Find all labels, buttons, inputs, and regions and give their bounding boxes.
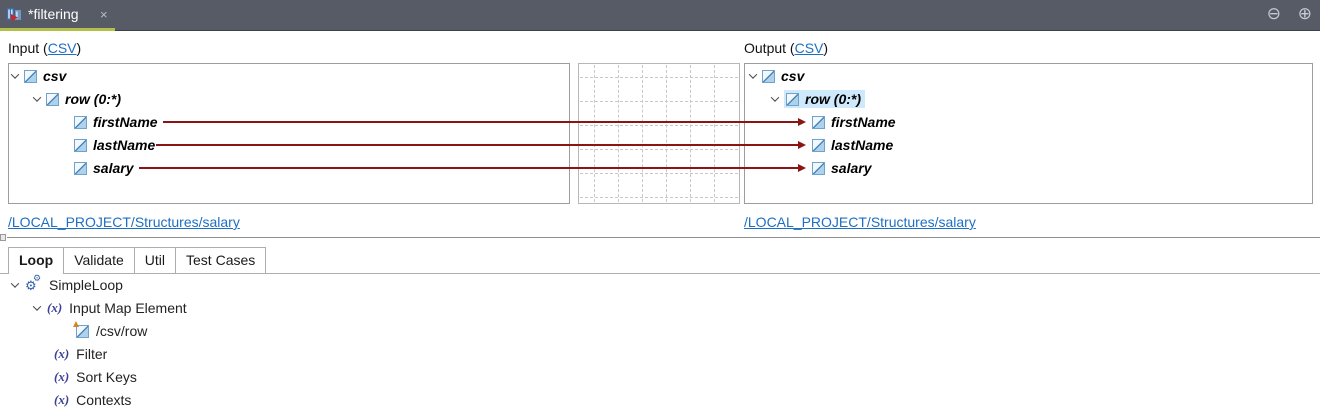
node-label: row (0:*) — [805, 91, 861, 107]
element-icon — [74, 161, 87, 175]
loop-tree-node-input-map-element[interactable]: (x) Input Map Element — [32, 297, 187, 319]
input-tree-node-firstname[interactable]: firstName — [74, 111, 158, 133]
function-icon: (x) — [47, 300, 63, 315]
minimize-view-icon[interactable]: ⊖ — [1266, 4, 1282, 24]
tab-validate[interactable]: Validate — [63, 247, 135, 273]
element-icon — [24, 69, 37, 83]
input-tree-node-salary[interactable]: salary — [74, 157, 133, 179]
tab-test-cases[interactable]: Test Cases — [175, 247, 267, 273]
chevron-down-icon[interactable] — [32, 93, 42, 102]
element-add-icon — [73, 320, 89, 338]
mapping-arrowhead-salary — [798, 164, 806, 172]
output-format-link[interactable]: CSV — [794, 40, 824, 56]
input-section-header: Input (CSV) — [8, 40, 81, 56]
loop-tree-node-contexts[interactable]: (x) Contexts — [54, 389, 131, 411]
maximize-view-icon[interactable]: ⊕ — [1297, 4, 1312, 24]
mapping-arrowhead-firstname — [798, 118, 806, 126]
output-label-suffix: ) — [823, 40, 829, 56]
chevron-down-icon[interactable] — [10, 70, 20, 79]
output-label: Output ( — [744, 40, 795, 56]
input-label-suffix: ) — [76, 40, 82, 56]
chevron-down-icon[interactable] — [748, 70, 758, 79]
mapping-file-icon — [6, 7, 22, 23]
close-tab-icon[interactable]: × — [100, 7, 108, 22]
element-icon — [812, 138, 825, 152]
loop-tree-node-simpleloop[interactable]: ⚙ ⚙ SimpleLoop — [10, 273, 123, 296]
output-tree-node-csv[interactable]: csv — [748, 65, 805, 87]
element-icon — [74, 115, 87, 129]
mapping-line-firstname[interactable] — [163, 121, 800, 123]
mapping-line-lastname[interactable] — [156, 144, 800, 146]
output-structure-panel — [744, 63, 1313, 204]
splitter-divider[interactable] — [7, 237, 1320, 238]
output-tree-node-lastname[interactable]: lastName — [812, 134, 893, 156]
mapping-arrowhead-lastname — [798, 141, 806, 149]
node-label: Contexts — [76, 392, 132, 408]
splitter-grip[interactable] — [0, 234, 6, 241]
node-label: SimpleLoop — [49, 277, 123, 293]
chevron-down-icon[interactable] — [10, 279, 20, 288]
gears-icon: ⚙ ⚙ — [25, 273, 42, 294]
output-section-header: Output (CSV) — [744, 40, 828, 56]
element-icon — [786, 92, 799, 106]
bottom-tab-folder: Loop Validate Util Test Cases — [8, 247, 267, 274]
output-tree-node-firstname[interactable]: firstName — [812, 111, 896, 133]
function-icon: (x) — [54, 346, 70, 361]
chevron-down-icon[interactable] — [770, 93, 780, 102]
tab-folder-baseline — [0, 273, 1320, 274]
input-label: Input ( — [8, 40, 48, 56]
input-structure-panel — [8, 63, 570, 204]
editor-tab-bar: *filtering × ⊖ ⊕ — [0, 0, 1320, 31]
node-label: Sort Keys — [76, 369, 137, 385]
node-label: firstName — [93, 114, 158, 130]
node-label: csv — [781, 68, 805, 84]
mapping-line-salary[interactable] — [139, 167, 800, 169]
node-label: Input Map Element — [69, 300, 187, 316]
node-label: salary — [93, 160, 134, 176]
element-icon — [812, 115, 825, 129]
element-icon — [812, 161, 825, 175]
node-label: firstName — [831, 114, 896, 130]
output-structure-link[interactable]: /LOCAL_PROJECT/Structures/salary — [744, 214, 976, 230]
node-label: csv — [43, 68, 67, 84]
node-label: Filter — [76, 346, 108, 362]
node-label: /csv/row — [96, 323, 148, 339]
element-icon — [46, 92, 59, 106]
editor-tab-title: *filtering — [28, 6, 79, 22]
loop-tree-node-filter[interactable]: (x) Filter — [54, 343, 107, 365]
node-label: row (0:*) — [65, 91, 121, 107]
output-tree-node-salary[interactable]: salary — [812, 157, 871, 179]
chevron-down-icon[interactable] — [32, 302, 42, 311]
editor-tab-filtering[interactable]: *filtering × — [0, 0, 115, 31]
tab-loop[interactable]: Loop — [8, 247, 65, 274]
element-icon — [74, 138, 87, 152]
element-icon — [762, 69, 775, 83]
tab-util[interactable]: Util — [133, 247, 177, 273]
input-tree-node-lastname[interactable]: lastName — [74, 134, 155, 156]
node-label: lastName — [93, 137, 156, 153]
active-tab-underline — [0, 28, 115, 31]
input-format-link[interactable]: CSV — [47, 40, 77, 56]
node-label: salary — [831, 160, 872, 176]
view-controls: ⊖ ⊕ — [1255, 4, 1312, 24]
function-icon: (x) — [54, 369, 70, 384]
loop-tree-node-csv-row[interactable]: /csv/row — [73, 320, 148, 342]
input-structure-link[interactable]: /LOCAL_PROJECT/Structures/salary — [8, 214, 240, 230]
input-tree-node-row[interactable]: row (0:*) — [32, 88, 121, 110]
loop-tree-node-sort-keys[interactable]: (x) Sort Keys — [54, 366, 137, 388]
output-tree-node-row-selected[interactable]: row (0:*) — [770, 88, 865, 110]
input-tree-node-csv[interactable]: csv — [10, 65, 67, 87]
node-label: lastName — [831, 137, 894, 153]
mapping-canvas[interactable] — [578, 63, 740, 204]
selected-node-highlight: row (0:*) — [784, 90, 865, 108]
function-icon: (x) — [54, 392, 70, 407]
